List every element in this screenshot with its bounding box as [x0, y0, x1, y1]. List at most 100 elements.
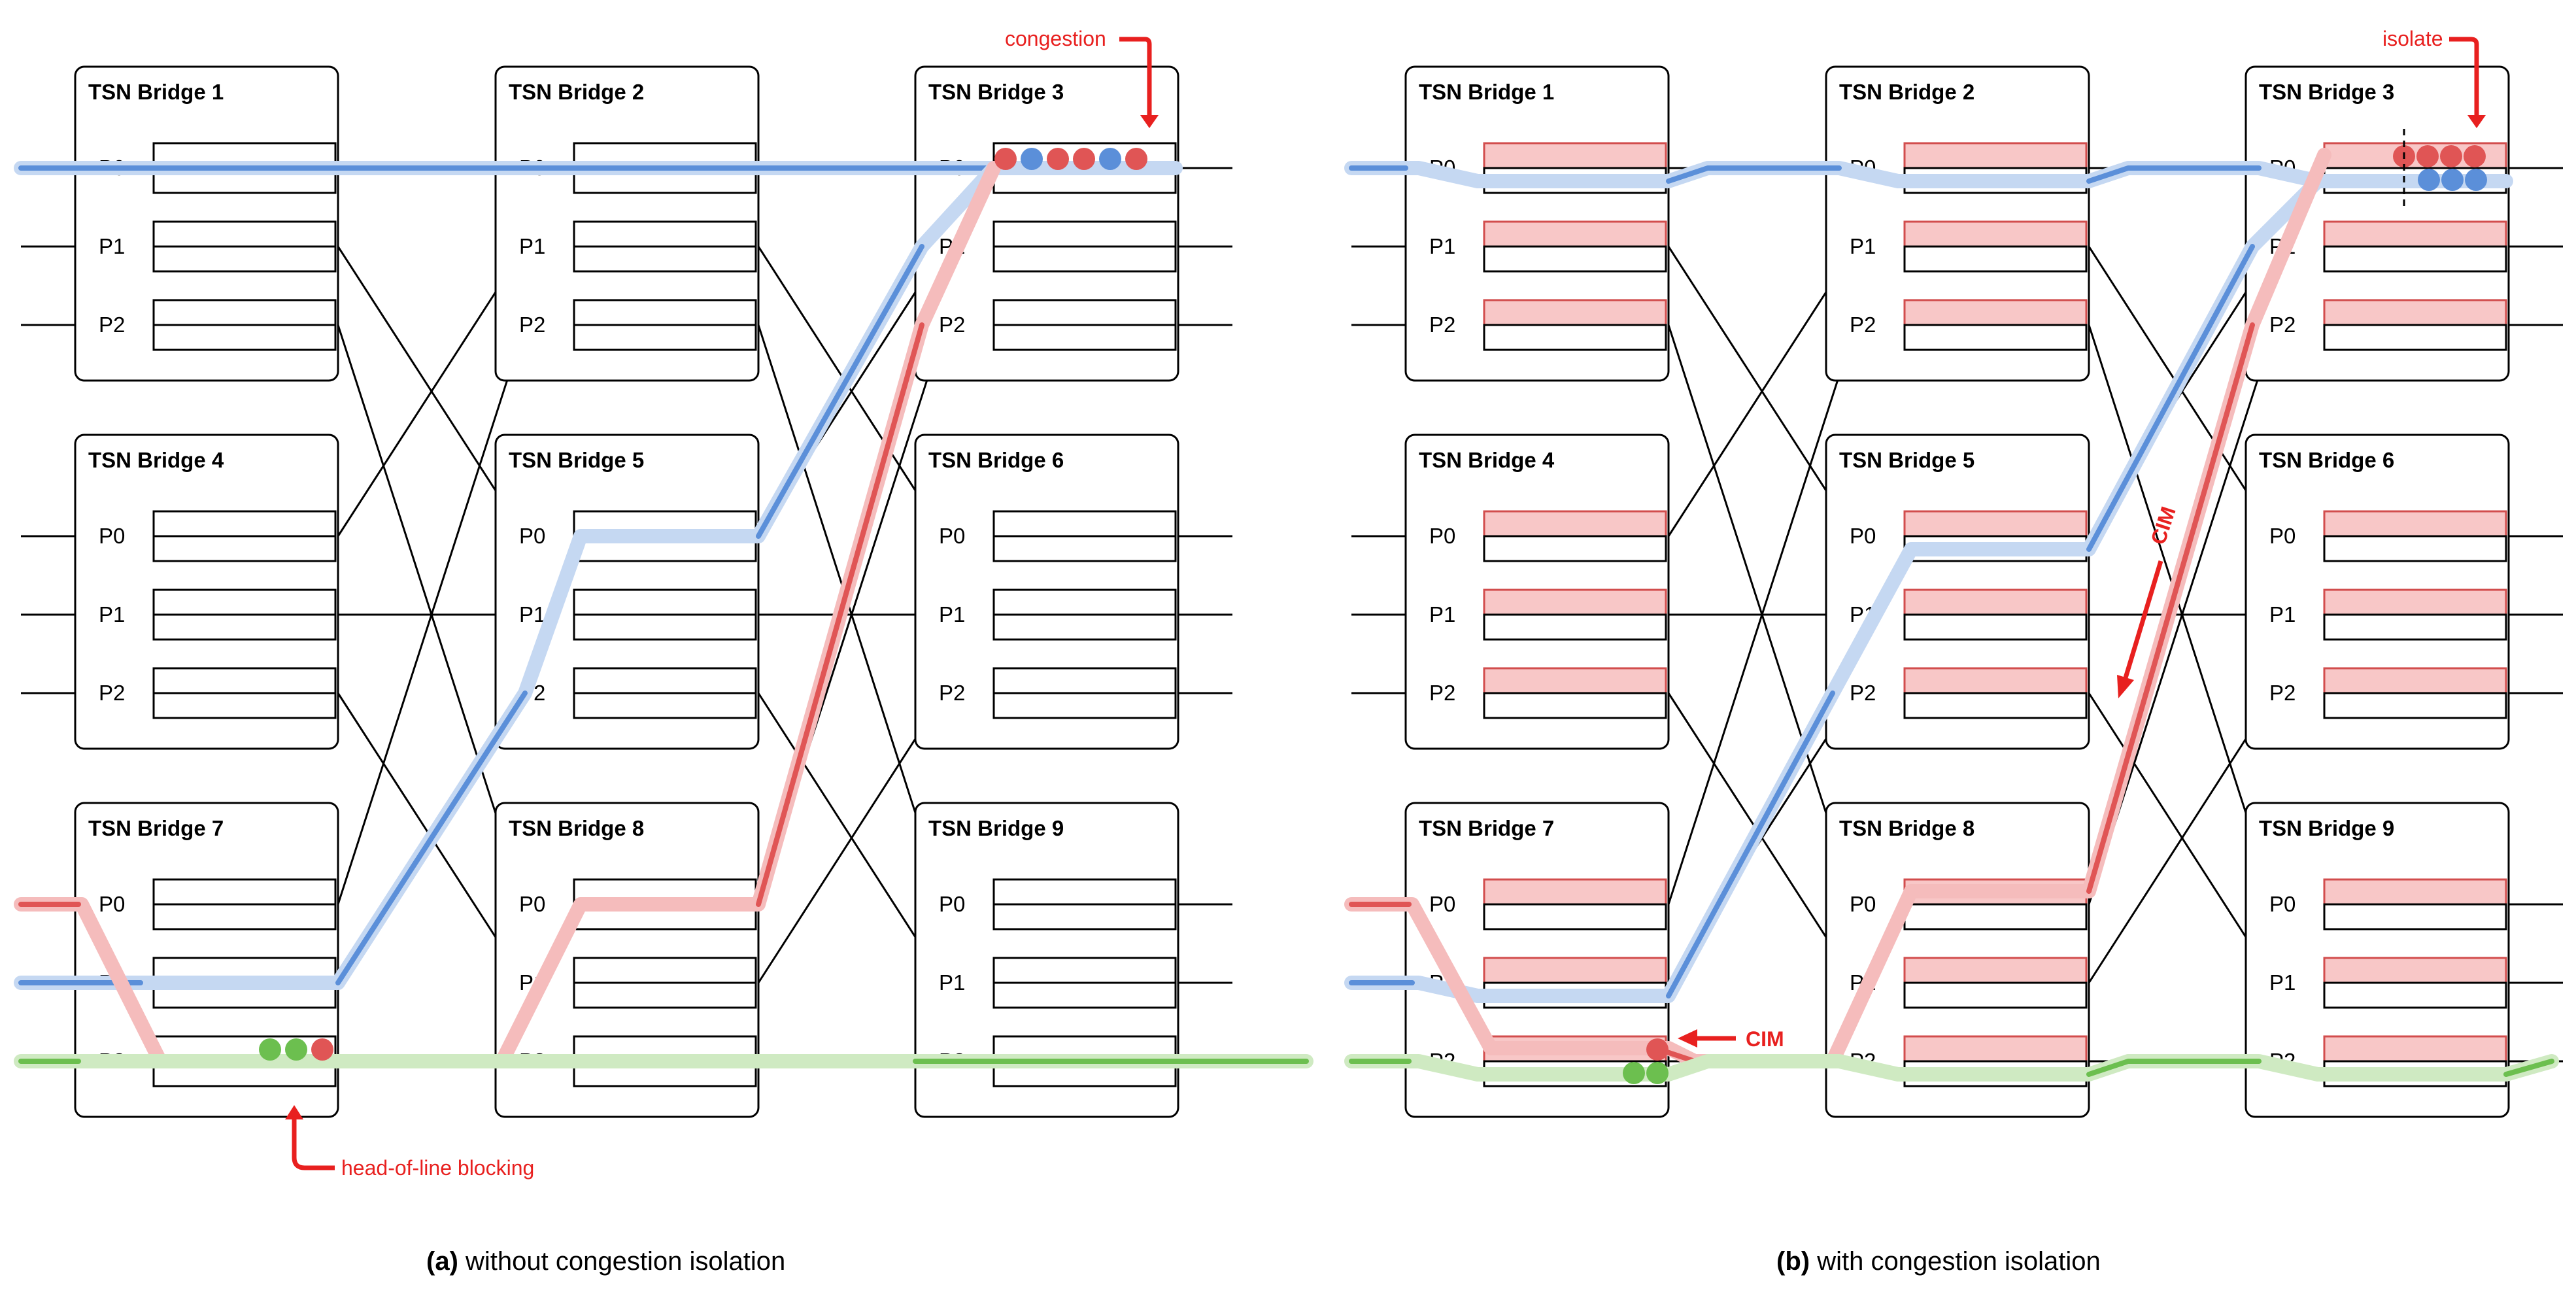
egress-queue [152, 245, 337, 273]
ci-queue [2323, 878, 2507, 906]
egress-queue [992, 878, 1177, 906]
egress-queue [1483, 903, 1667, 930]
ci-queue [2323, 220, 2507, 248]
ci-queue [1483, 142, 1667, 169]
bridge-label: TSN Bridge 1 [1419, 80, 1554, 104]
bridge-label: TSN Bridge 7 [1419, 816, 1554, 840]
port-label: P1 [939, 970, 965, 995]
bridge-label: TSN Bridge 2 [509, 80, 644, 104]
packet-dot-icon [2465, 169, 2487, 191]
bridge-label: TSN Bridge 4 [88, 448, 224, 472]
bridge-label: TSN Bridge 5 [1839, 448, 1974, 472]
packet-dot-icon [1021, 148, 1043, 170]
link-wire [1667, 324, 1857, 905]
port-label: P1 [1850, 234, 1876, 258]
cim-label: CIM [1746, 1027, 1784, 1051]
ci-queue [1483, 878, 1667, 906]
ci-queue [1903, 510, 2088, 537]
egress-queue [2323, 324, 2507, 351]
ci-queue [1483, 588, 1667, 616]
egress-queue [2323, 692, 2507, 719]
bridge-label: TSN Bridge 3 [2259, 80, 2394, 104]
congestion-label: congestion [1005, 27, 1106, 50]
packet-dot-icon [259, 1038, 281, 1061]
egress-queue [2323, 903, 2507, 930]
port-label: P0 [519, 524, 545, 548]
egress-queue [152, 692, 337, 719]
egress-queue [2323, 245, 2507, 273]
egress-queue [2323, 535, 2507, 562]
link-wire [757, 692, 946, 983]
egress-queue [1483, 324, 1667, 351]
blue-flow [756, 244, 924, 539]
arrow-icon [2467, 115, 2486, 128]
packet-dot-icon [311, 1038, 333, 1061]
packet-queue [1623, 145, 2487, 1084]
ci-queue [1903, 588, 2088, 616]
packet-dot-icon [1099, 148, 1121, 170]
port-label: P1 [2269, 602, 2296, 626]
arrow-icon [2117, 675, 2134, 698]
packet-dot-icon [2418, 169, 2440, 191]
port-label: P0 [1429, 892, 1455, 916]
arrow-icon [1678, 1029, 1697, 1048]
egress-queue [573, 245, 757, 273]
bridge-label: TSN Bridge 4 [1419, 448, 1555, 472]
flows-layer [1344, 148, 2559, 1082]
arrow-icon [292, 1113, 335, 1170]
isolate-label: isolate [2382, 27, 2443, 50]
port-label: P2 [1429, 681, 1455, 705]
port-label: P2 [99, 313, 125, 337]
bridge-label: TSN Bridge 1 [88, 80, 224, 104]
egress-queue [573, 299, 757, 326]
caption-letter: (b) [1776, 1247, 1810, 1276]
link-wire [337, 324, 526, 905]
port-label: P1 [2269, 970, 2296, 995]
egress-queue [992, 510, 1177, 537]
caption-letter: (a) [426, 1247, 458, 1276]
arrow-icon [2449, 37, 2479, 119]
caption-a: (a) without congestion isolation [426, 1247, 785, 1276]
caption-text: with congestion isolation [1810, 1247, 2101, 1276]
ci-queue [1903, 220, 2088, 248]
port-label: P1 [939, 602, 965, 626]
egress-queue [992, 245, 1177, 273]
packet-dot-icon [2416, 145, 2439, 167]
packet-dot-icon [1623, 1062, 1645, 1084]
link-wire [337, 246, 526, 537]
ci-queue [1903, 957, 2088, 984]
green-flow-light [1344, 1054, 2559, 1082]
packet-dot-icon [1073, 148, 1095, 170]
egress-queue [1483, 613, 1667, 641]
ci-queue [1903, 142, 2088, 169]
bridge-label: TSN Bridge 6 [2259, 448, 2394, 472]
egress-queue [152, 903, 337, 930]
packet-dot-icon [1646, 1062, 1669, 1084]
link-wire [2088, 692, 2277, 983]
port-label: P0 [99, 892, 125, 916]
egress-queue [1483, 692, 1667, 719]
port-label: P2 [1429, 313, 1455, 337]
packet-dot-icon [2440, 145, 2462, 167]
ci-queue [1903, 299, 2088, 326]
ci-queue [2323, 510, 2507, 537]
egress-queue [992, 903, 1177, 930]
packet-queue [259, 148, 1147, 1061]
ci-queue [2323, 588, 2507, 616]
head-of-line-label: head-of-line blocking [341, 1156, 534, 1180]
egress-queue [2323, 981, 2507, 1009]
arrow-icon [1140, 115, 1159, 128]
egress-queue [1903, 981, 2088, 1009]
ci-queue [2323, 1035, 2507, 1063]
egress-queue [992, 220, 1177, 248]
annotations: congestion head-of-line blocking [285, 27, 1159, 1180]
